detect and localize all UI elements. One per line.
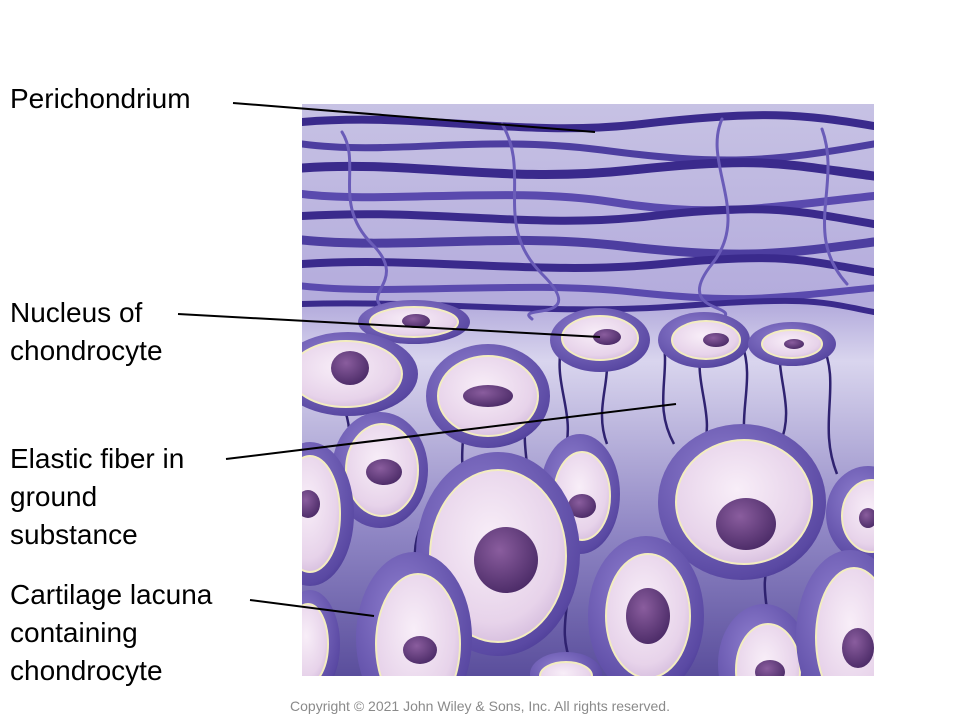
chondrocyte — [718, 604, 810, 676]
label-nucleus-line-1: Nucleus of — [10, 297, 143, 328]
label-elastic-line-1: Elastic fiber in — [10, 443, 185, 474]
chondrocyte — [826, 466, 874, 562]
chondrocyte — [796, 550, 874, 676]
elastic-cartilage-illustration — [302, 104, 874, 676]
chondrocyte — [356, 552, 472, 676]
label-elastic-line-3: substance — [10, 519, 138, 550]
label-lacuna-line-1: Cartilage lacuna — [10, 579, 213, 610]
label-nucleus-of-chondrocyte: Nucleus of chondrocyte — [10, 294, 163, 370]
chondrocyte — [302, 332, 418, 416]
chondrocytes — [302, 300, 874, 676]
chondrocyte — [658, 312, 750, 368]
label-elastic-line-2: ground — [10, 481, 98, 512]
label-elastic-fiber: Elastic fiber in ground substance — [10, 440, 184, 554]
label-perichondrium-line-1: Perichondrium — [10, 83, 191, 114]
label-nucleus-line-2: chondrocyte — [10, 335, 163, 366]
label-lacuna-line-2: containing — [10, 617, 138, 648]
label-lacuna-line-3: chondrocyte — [10, 655, 163, 686]
chondrocyte — [658, 424, 826, 580]
chondrocyte — [748, 322, 836, 366]
chondrocyte — [426, 344, 550, 448]
label-perichondrium: Perichondrium — [10, 80, 191, 118]
chondrocyte — [588, 536, 704, 676]
copyright-notice: Copyright © 2021 John Wiley & Sons, Inc.… — [290, 698, 670, 714]
chondrocyte — [530, 652, 602, 676]
label-cartilage-lacuna: Cartilage lacuna containing chondrocyte — [10, 576, 212, 690]
chondrocyte — [550, 308, 650, 372]
